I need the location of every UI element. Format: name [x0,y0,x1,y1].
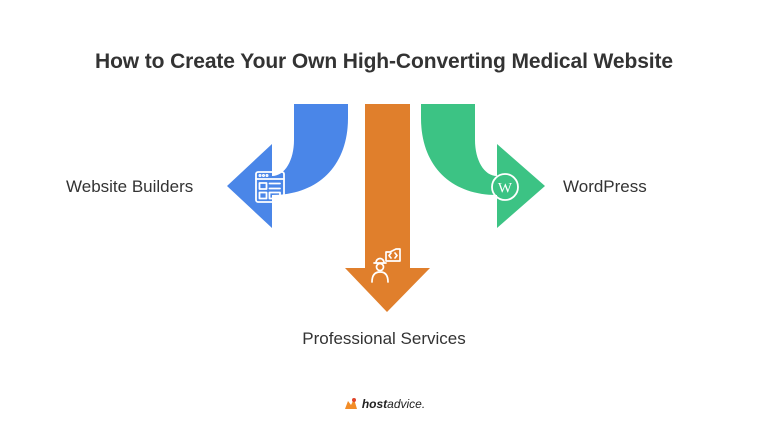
orange-arrow [345,104,430,312]
branch-label-website-builders: Website Builders [66,177,194,196]
hostadvice-logo-icon [344,397,357,409]
brand-host: host [361,396,388,411]
blue-arrow [227,104,348,228]
website-layout-icon [255,171,285,203]
green-arrow [421,104,545,228]
brand-footer: hostadvice. [0,396,768,411]
diagram-title: How to Create Your Own High-Converting M… [95,50,673,73]
developer-person-icon [371,248,401,283]
svg-text:W: W [498,181,513,197]
wordpress-icon: W [491,173,519,201]
branch-label-wordpress: WordPress [563,177,647,196]
brand-advice: advice. [387,396,426,411]
branch-label-professional-services: Professional Services [302,329,466,348]
